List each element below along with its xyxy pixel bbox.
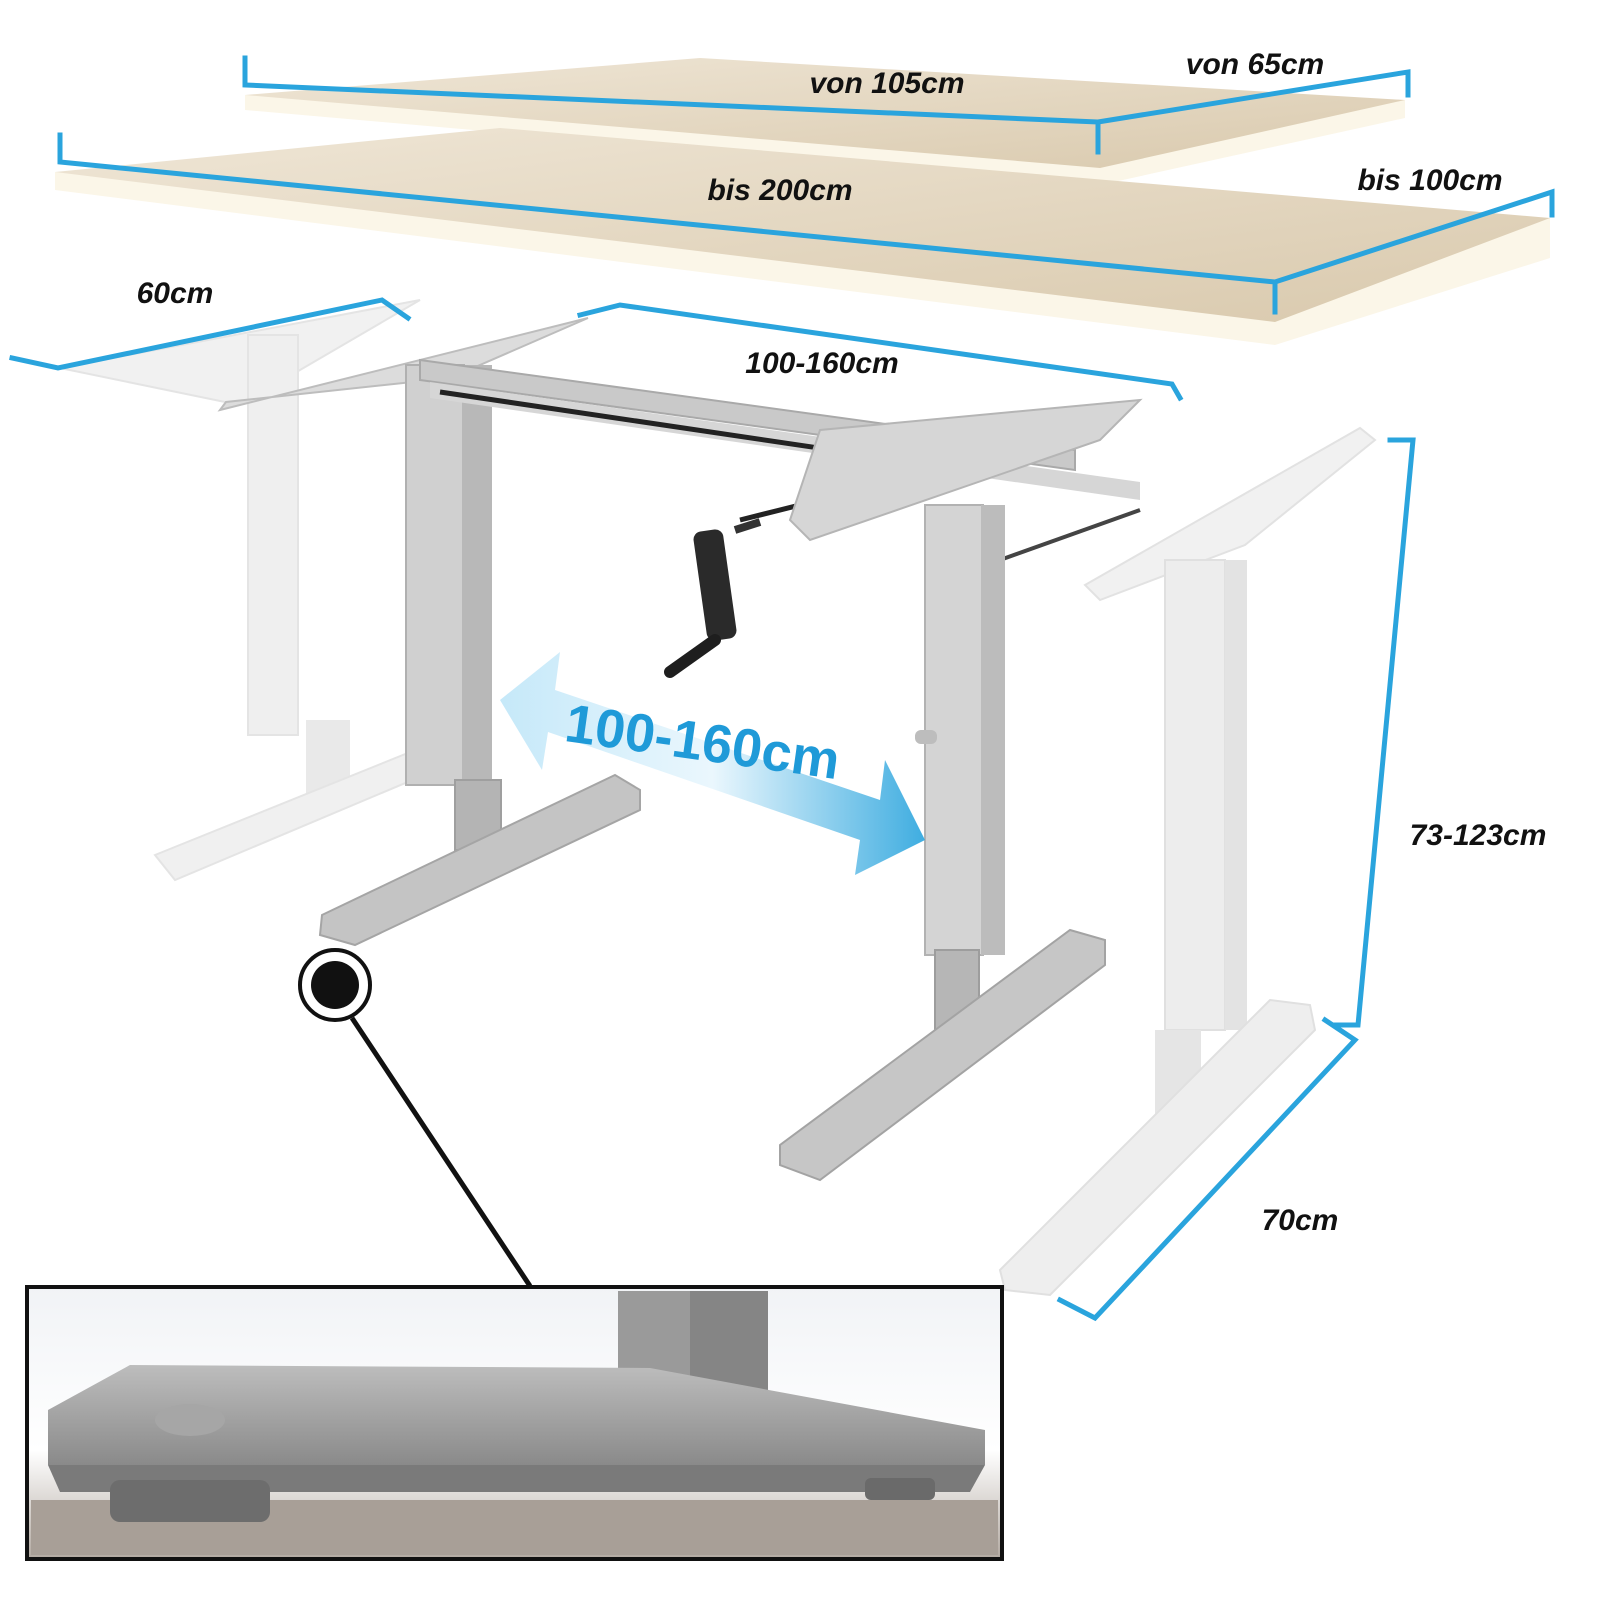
crossbar-frame [419,358,1143,562]
label-70cm: 70cm [1262,1204,1339,1237]
foot-detail-inset [25,1285,1004,1561]
label-73-123cm: 73-123cm [1410,819,1547,852]
crank-handle-icon [664,518,762,678]
dim-line-bis-200cm [57,132,1278,315]
leg-front-left [217,317,641,947]
dim-line-100-160cm [576,302,1184,402]
dim-line-60cm [9,297,412,371]
dim-line-von-65cm [1095,69,1411,125]
label-bis-200cm: bis 200cm [707,174,852,207]
label-von-65cm: von 65cm [1186,48,1324,81]
leg-back-right [998,426,1377,1297]
foot-detail-callout-icon [298,948,533,1288]
leg-front-right [779,504,1106,1182]
label-bis-100cm: bis 100cm [1357,164,1502,197]
leg-back-left [59,299,462,882]
label-60cm: 60cm [137,277,214,310]
dim-line-73-123cm [1333,437,1416,1028]
dim-line-70cm [1056,1016,1359,1322]
label-von-105cm: von 105cm [809,67,964,100]
label-100-160cm: 100-160cm [745,347,898,380]
dim-line-von-105cm [242,55,1101,155]
dim-line-bis-100cm [1271,188,1555,286]
